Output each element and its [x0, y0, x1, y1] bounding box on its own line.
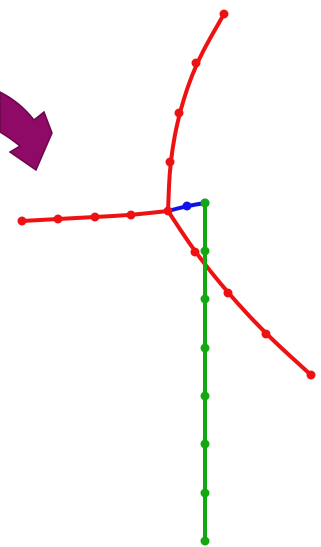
- skeleton: [17, 9, 316, 546]
- red-upper-limb-node[interactable]: [191, 58, 201, 68]
- green-lower-limb-node[interactable]: [200, 198, 210, 208]
- red-right-limb-node[interactable]: [306, 370, 316, 380]
- red-left-limb-node[interactable]: [53, 214, 63, 224]
- center-joint-node[interactable]: [163, 206, 173, 216]
- blue-short-limb-node[interactable]: [182, 201, 192, 211]
- red-right-limb[interactable]: [166, 209, 316, 380]
- red-right-limb-node[interactable]: [223, 288, 233, 298]
- red-upper-limb-node[interactable]: [165, 157, 175, 167]
- red-right-limb-segment: [166, 209, 313, 377]
- green-lower-limb-node[interactable]: [200, 536, 210, 546]
- red-right-limb-node[interactable]: [190, 247, 200, 257]
- arrow-shape[interactable]: [0, 91, 53, 172]
- green-lower-limb[interactable]: [200, 198, 210, 546]
- green-lower-limb-node[interactable]: [200, 246, 210, 256]
- green-lower-limb-node[interactable]: [200, 488, 210, 498]
- red-left-limb-node[interactable]: [17, 216, 27, 226]
- curved-arrow-icon[interactable]: [0, 91, 53, 172]
- red-upper-limb-node[interactable]: [174, 108, 184, 118]
- green-lower-limb-node[interactable]: [200, 294, 210, 304]
- red-right-limb-node[interactable]: [261, 329, 271, 339]
- green-lower-limb-node[interactable]: [200, 343, 210, 353]
- green-lower-limb-node[interactable]: [200, 391, 210, 401]
- red-left-limb-node[interactable]: [126, 210, 136, 220]
- green-lower-limb-node[interactable]: [200, 439, 210, 449]
- red-left-limb[interactable]: [17, 209, 170, 226]
- red-left-limb-node[interactable]: [90, 212, 100, 222]
- red-upper-limb[interactable]: [165, 9, 229, 213]
- red-upper-limb-node[interactable]: [219, 9, 229, 19]
